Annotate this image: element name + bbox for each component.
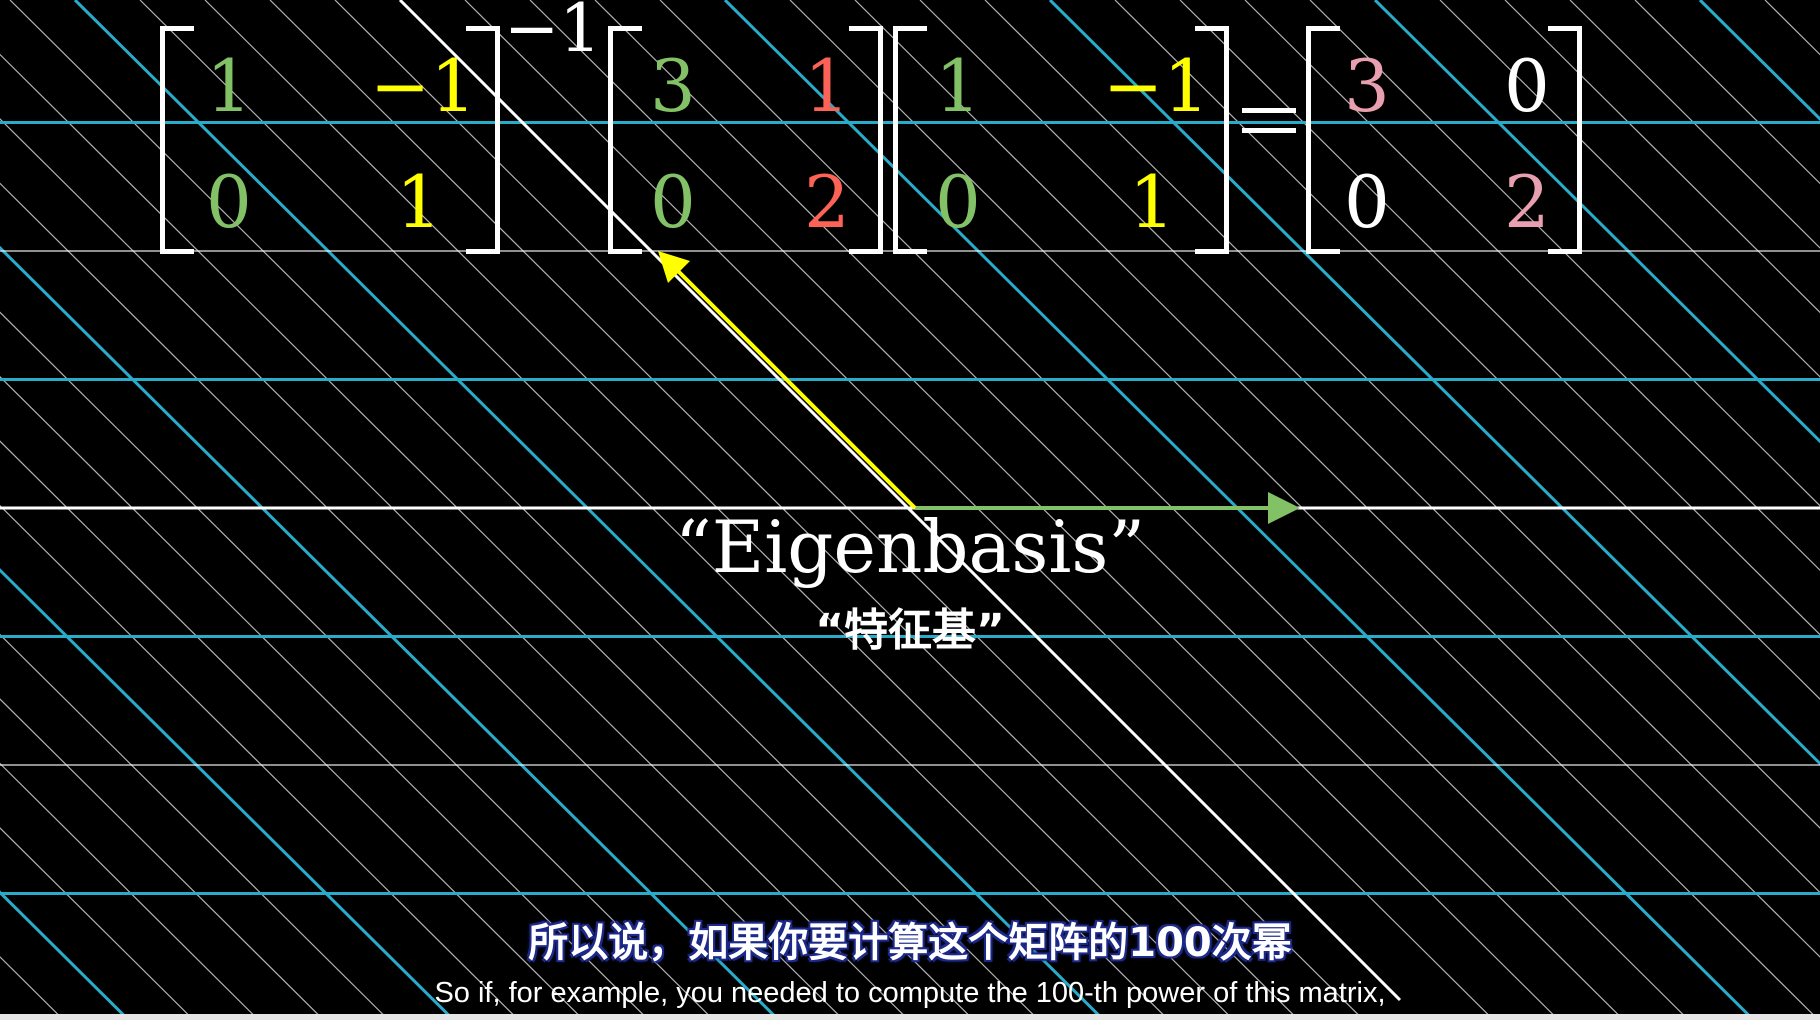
matrix-entry: 1 — [804, 44, 850, 128]
grid-line-diagonal-major — [0, 245, 780, 1020]
grid-line-diagonal — [0, 311, 715, 1020]
matrix-entry: 1 — [1129, 160, 1175, 244]
origin-diagonal-line — [398, 0, 1402, 1002]
matrix-change-of-basis-inverse: 1 −1 0 1 — [160, 26, 500, 254]
grid-line-diagonal-major — [0, 568, 455, 1020]
matrix-change-of-basis: 1 −1 0 1 — [893, 26, 1229, 254]
grid-line-diagonal — [1439, 0, 1820, 378]
grid-line-diagonal — [0, 633, 390, 1020]
right-bracket — [849, 26, 883, 254]
subtitle-chinese: 所以说，如果你要计算这个矩阵的100次幂 — [528, 920, 1292, 966]
matrix-entry: −1 — [1103, 44, 1210, 128]
grid-line-diagonal-major — [73, 0, 1105, 1020]
grid-line-diagonal — [854, 0, 1820, 958]
matrix-entry: 0 — [650, 160, 696, 244]
matrix-entry: 1 — [935, 44, 981, 128]
right-bracket — [466, 26, 500, 254]
grid-line-diagonal — [0, 956, 65, 1020]
right-bracket — [1548, 26, 1582, 254]
video-progress-strip — [0, 1014, 1820, 1020]
yellow-arrow-head — [658, 251, 690, 283]
grid-line-diagonal — [0, 53, 975, 1020]
matrix-entry: 0 — [935, 160, 981, 244]
grid-line-diagonal — [919, 0, 1820, 894]
eigenbasis-label-chinese: “特征基” — [815, 605, 1005, 656]
grid-line-diagonal-major — [1048, 0, 1820, 766]
grid-line-diagonal — [0, 182, 845, 1020]
inverse-exponent: −1 — [504, 0, 602, 67]
matrix-transformation: 3 1 0 2 — [608, 26, 883, 254]
grid-line-diagonal — [0, 762, 260, 1020]
left-bracket — [160, 26, 194, 254]
green-arrow-head — [1268, 492, 1300, 524]
left-bracket — [1306, 26, 1340, 254]
grid-line-diagonal — [1309, 0, 1820, 507]
grid-line-diagonal — [1634, 0, 1820, 185]
matrix-entry: 0 — [206, 160, 252, 244]
grid-line-diagonal-major — [0, 890, 130, 1020]
grid-line-diagonal — [0, 698, 325, 1020]
grid-line-diagonal-major — [1373, 0, 1820, 444]
equals-sign — [1242, 108, 1296, 136]
matrix-entry: 0 — [1344, 160, 1390, 244]
matrix-entry: 1 — [206, 44, 252, 128]
left-bracket — [893, 26, 927, 254]
matrix-entry: 0 — [1504, 44, 1550, 128]
right-bracket — [1195, 26, 1229, 254]
matrix-entry: 1 — [396, 160, 442, 244]
grid-line-diagonal — [1764, 0, 1820, 56]
matrix-entry: −1 — [370, 44, 477, 128]
grid-line-diagonal — [269, 0, 1300, 1020]
matrix-entry: 3 — [1344, 44, 1390, 128]
grid-line-diagonal — [0, 118, 910, 1020]
matrix-entry: 3 — [650, 44, 696, 128]
grid-line-diagonal — [984, 0, 1820, 829]
grid-line-diagonal — [139, 0, 1170, 1020]
grid-line-diagonal — [1504, 0, 1820, 314]
grid-line-diagonal — [0, 440, 585, 1020]
grid-line-diagonal — [0, 827, 195, 1020]
matrix-diagonal-result: 3 0 0 2 — [1306, 26, 1582, 254]
grid-line-diagonal — [0, 375, 650, 1020]
grid-line-diagonal — [1244, 0, 1820, 572]
eigenbasis-label: “Eigenbasis” — [674, 505, 1146, 589]
yellow-eigenvector — [675, 268, 917, 510]
grid-line-diagonal — [0, 504, 520, 1020]
grid-line-diagonal — [1179, 0, 1820, 636]
grid-line-diagonal — [1114, 0, 1820, 700]
grid-line-diagonal — [1569, 0, 1820, 249]
matrix-entry: 2 — [804, 160, 850, 244]
grid-line-diagonal — [789, 0, 1820, 1020]
matrix-entry: 2 — [1504, 160, 1550, 244]
grid-line-diagonal — [9, 0, 1040, 1020]
left-bracket — [608, 26, 642, 254]
subtitle-english: So if, for example, you needed to comput… — [434, 977, 1386, 1009]
grid-line-diagonal — [204, 0, 1235, 1020]
grid-line-diagonal — [334, 0, 1365, 1020]
